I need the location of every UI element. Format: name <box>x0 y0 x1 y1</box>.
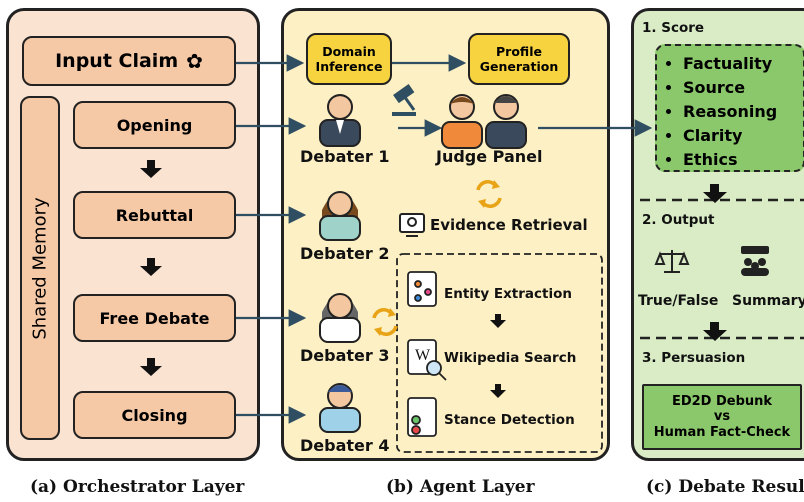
input-claim-box: Input Claim ✿ <box>22 36 236 86</box>
stage-label: Opening <box>116 115 193 135</box>
shared-memory-bar: Shared Memory <box>20 96 60 440</box>
score-title: 1. Score <box>642 20 705 36</box>
stance-detection-icon <box>407 397 437 437</box>
score-item: Source <box>683 76 777 100</box>
openai-icon: ✿ <box>186 49 203 73</box>
domain-inference-box: Domain Inference <box>306 33 392 85</box>
agent-caption: (b) Agent Layer <box>386 477 535 497</box>
persuasion-box: ED2D Debunk vs Human Fact-Check <box>642 384 802 450</box>
stage-closing: Closing <box>73 391 236 439</box>
debater-4-avatar <box>319 383 361 433</box>
persuasion-line: ED2D Debunk <box>671 393 773 409</box>
profile-generation-label: Profile Generation <box>479 44 559 74</box>
stage-label: Rebuttal <box>115 205 194 225</box>
judge-panel-label: Judge Panel <box>436 147 543 166</box>
stage-rebuttal: Rebuttal <box>73 191 236 239</box>
stage-label: Closing <box>121 405 188 425</box>
persuasion-title: 3. Persuasion <box>642 350 746 366</box>
wikipedia-w-glyph: W <box>415 347 431 364</box>
input-claim-label: Input Claim <box>55 50 179 72</box>
result-caption: (c) Debate Result <box>646 477 804 497</box>
monitor-search-icon <box>399 213 425 237</box>
tool-stance-detection: Stance Detection <box>444 412 575 428</box>
score-item: Factuality <box>683 52 777 76</box>
tool-entity-extraction: Entity Extraction <box>444 286 572 302</box>
debater-3-avatar <box>319 293 361 343</box>
debater-1-label: Debater 1 <box>300 147 390 166</box>
score-box: Factuality Source Reasoning Clarity Ethi… <box>655 44 804 172</box>
balance-scale-icon <box>654 250 690 273</box>
orchestrator-caption: (a) Orchestrator Layer <box>30 477 245 497</box>
score-item: Ethics <box>683 148 777 172</box>
persuasion-line: vs <box>713 409 731 425</box>
debater-2-avatar <box>319 191 361 241</box>
wikipedia-search-icon <box>407 339 447 381</box>
tool-wikipedia-search: Wikipedia Search <box>444 350 577 366</box>
debater-2-label: Debater 2 <box>300 244 390 263</box>
debater-1-avatar <box>319 94 361 147</box>
profile-generation-box: Profile Generation <box>468 33 570 85</box>
stage-label: Free Debate <box>99 308 210 328</box>
debater-3-label: Debater 3 <box>300 346 390 365</box>
output-true-false: True/False <box>638 293 719 309</box>
domain-inference-label: Domain Inference <box>315 44 383 74</box>
debater-4-label: Debater 4 <box>300 436 390 455</box>
score-item: Reasoning <box>683 100 777 124</box>
output-summary: Summary <box>732 293 804 309</box>
persuasion-line: Human Fact-Check <box>653 424 791 440</box>
stage-opening: Opening <box>73 101 236 149</box>
output-title: 2. Output <box>642 212 715 228</box>
evidence-retrieval-label: Evidence Retrieval <box>430 216 588 234</box>
score-list: Factuality Source Reasoning Clarity Ethi… <box>663 52 777 172</box>
entity-extraction-icon <box>407 271 437 307</box>
gavel-icon <box>392 84 416 116</box>
stage-free-debate: Free Debate <box>73 294 236 342</box>
summary-icon <box>741 246 769 276</box>
score-item: Clarity <box>683 124 777 148</box>
judge-panel-avatars <box>441 94 527 149</box>
